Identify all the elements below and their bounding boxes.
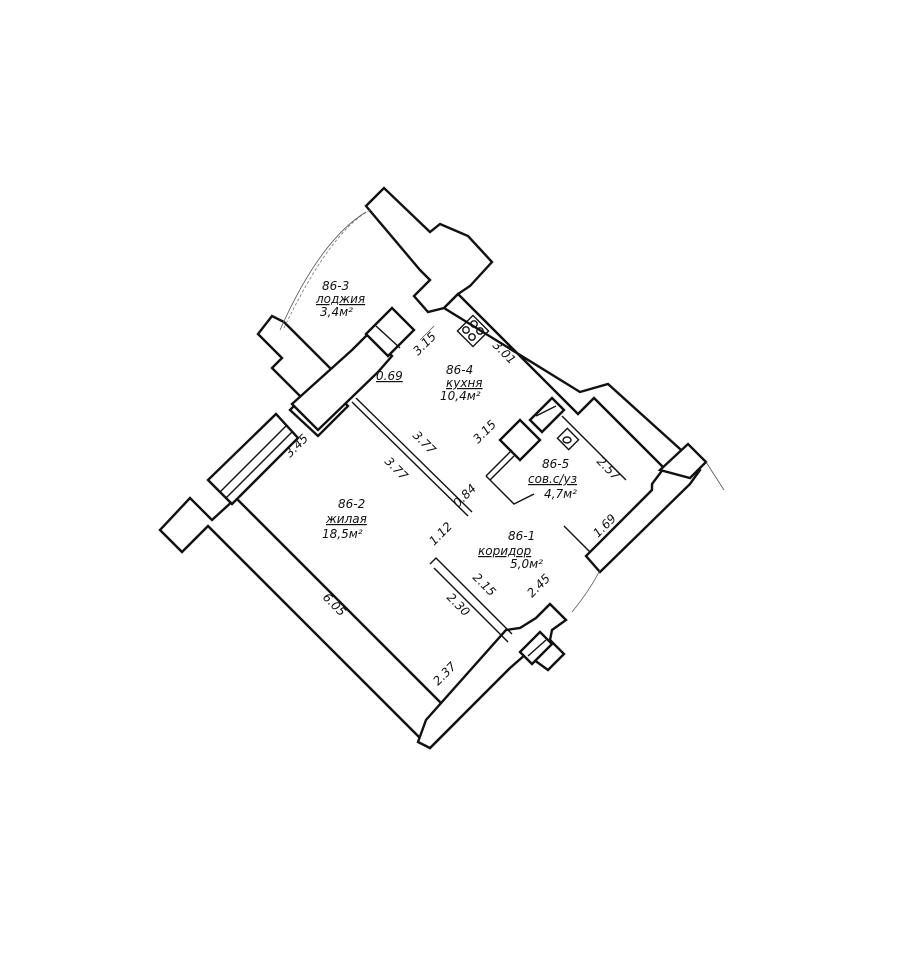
entrance-door-arc [571, 569, 601, 613]
toilet-icon [556, 427, 580, 451]
loggia-door-arc [283, 209, 371, 329]
wall-bath-south [485, 475, 535, 505]
kitchen-door-line [419, 325, 435, 341]
dim-label: 1.12 [426, 519, 455, 548]
dim-label: 3.01 [490, 338, 519, 367]
partition-living-kitchen-b [355, 397, 473, 513]
dim-label: 2.57 [594, 454, 623, 483]
entrance-threshold [527, 639, 547, 657]
room-area: 4,7м² [544, 487, 577, 501]
dim-label: 0.84 [450, 481, 479, 510]
dim-label: 3.15 [410, 329, 439, 358]
parapet-line [375, 325, 401, 349]
loggia-glass-line [279, 211, 367, 331]
wall-corridor-west [429, 557, 513, 635]
dim-label: 2.30 [444, 590, 473, 619]
wall-kitchen-bath [498, 418, 542, 462]
room-area: 3,4м² [320, 305, 353, 319]
wall-living-southeast [416, 602, 568, 750]
loggia-parapet [364, 306, 416, 358]
shaft-line [535, 405, 557, 417]
wall-corridor-east [563, 525, 597, 553]
room-area: 10,4м² [440, 389, 481, 403]
dim-label: 2.15 [470, 570, 499, 599]
window-pane-2 [225, 431, 293, 499]
wall-bath-west-b [489, 455, 515, 481]
wall-kitchen-northeast [442, 292, 702, 574]
dim-label: 3.77 [382, 454, 411, 483]
wall-living-southwest [158, 496, 460, 750]
wall-bath-west-a [485, 449, 513, 477]
wall-kitchen-west [290, 332, 394, 432]
stove-icon [456, 314, 490, 348]
room-code: 86-5 [542, 457, 569, 471]
dim-label: 2.37 [430, 659, 459, 688]
wall-bath-shaft [528, 396, 566, 434]
room-label-bathroom: 86-5 сов.с/уз 4,7м² [528, 457, 577, 501]
wall-pier-north [364, 186, 494, 314]
window-pane-1 [219, 425, 287, 493]
room-name: сов.с/уз [528, 472, 577, 486]
room-area: 18,5м² [322, 527, 363, 541]
room-name: кухня [446, 376, 483, 390]
room-code: 86-3 [322, 279, 349, 293]
partition-living-kitchen-a [351, 401, 469, 517]
room-label-loggia: 86-3 лоджия 3,4м² [315, 279, 365, 319]
room-code: 86-4 [446, 363, 473, 377]
room-name: коридор [478, 544, 532, 558]
room-name: жилая [325, 512, 367, 526]
wall-corridor-west-b [433, 567, 509, 643]
dim-label: 2.45 [524, 571, 553, 600]
dim-label: 3.15 [470, 417, 499, 446]
room-code: 86-1 [508, 529, 535, 543]
wall-bath-east [561, 415, 627, 481]
room-area: 5,0м² [510, 557, 543, 571]
room-code: 86-2 [338, 497, 365, 511]
room-label-kitchen: 86-4 кухня 10,4м² [440, 363, 483, 403]
wall-break-line [705, 461, 725, 491]
room-label-living: 86-2 жилая 18,5м² [322, 497, 367, 541]
room-label-corridor: 86-1 коридор 5,0м² [478, 529, 543, 571]
room-name: лоджия [315, 292, 365, 306]
dim-label: 3.77 [410, 428, 439, 457]
dim-label: 0.69 [376, 369, 403, 383]
